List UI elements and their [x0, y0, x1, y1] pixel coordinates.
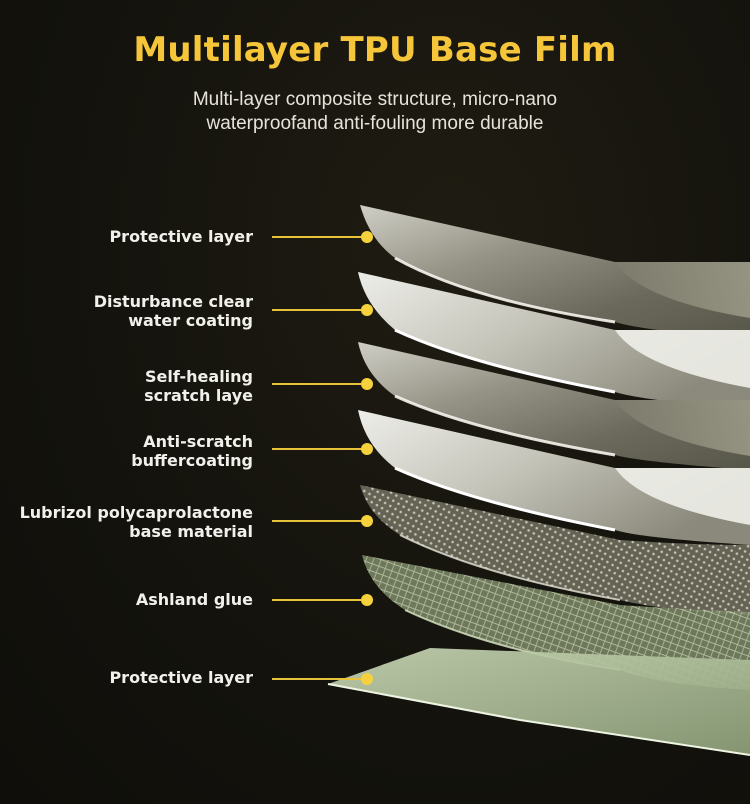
- marker-dot: [361, 594, 373, 606]
- label-self-healing-scratch-layer: Self-healing scratch laye: [144, 367, 253, 405]
- connector-line: [272, 309, 366, 311]
- film-layer-2: [358, 272, 750, 410]
- marker-dot: [361, 378, 373, 390]
- label-anti-scratch-buffercoating: Anti-scratch buffercoating: [131, 432, 253, 470]
- marker-dot: [361, 304, 373, 316]
- connector-line: [272, 599, 366, 601]
- label-protective-layer-top: Protective layer: [109, 227, 253, 246]
- film-layer-5: [360, 485, 750, 615]
- label-ashland-glue: Ashland glue: [135, 590, 253, 609]
- marker-dot: [361, 443, 373, 455]
- connector-line: [272, 678, 366, 680]
- subtitle: Multi-layer composite structure, micro-n…: [0, 88, 750, 136]
- connector-line: [272, 520, 366, 522]
- film-layer-7: [327, 648, 750, 756]
- label-protective-layer-bottom: Protective layer: [109, 668, 253, 687]
- marker-dot: [361, 515, 373, 527]
- subtitle-line-1: Multi-layer composite structure, micro-n…: [192, 89, 558, 110]
- subtitle-line-2: waterproofand anti-fouling more durable: [206, 113, 544, 134]
- film-layer-3: [358, 342, 750, 470]
- connector-line: [272, 448, 366, 450]
- marker-dot: [361, 673, 373, 685]
- film-layer-1: [360, 205, 750, 340]
- film-layer-4: [358, 410, 750, 545]
- label-disturbance-clear-water-coating: Disturbance clear water coating: [93, 292, 253, 330]
- label-lubrizol-polycaprolactone: Lubrizol polycaprolactone base material: [19, 503, 253, 541]
- connector-line: [272, 236, 366, 238]
- connector-line: [272, 383, 366, 385]
- marker-dot: [361, 231, 373, 243]
- page-title: Multilayer TPU Base Film: [133, 30, 617, 70]
